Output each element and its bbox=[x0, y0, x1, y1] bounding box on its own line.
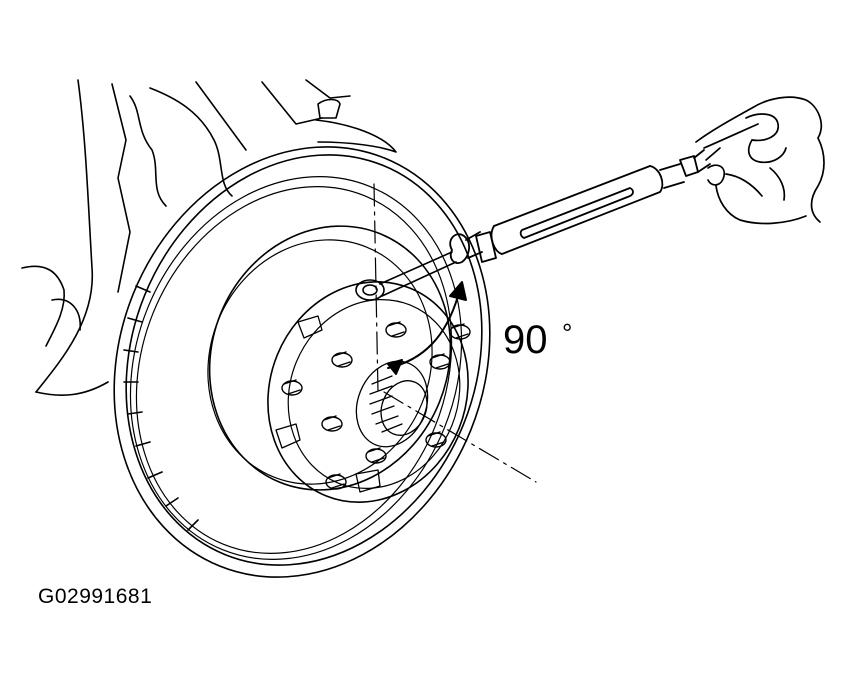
wheel-stud bbox=[425, 431, 447, 448]
wheel-stud bbox=[281, 379, 303, 396]
wheel-stud bbox=[325, 473, 347, 490]
gauge-hook bbox=[355, 251, 457, 301]
rotor-holes bbox=[275, 315, 381, 493]
wheel-stud bbox=[429, 353, 451, 370]
wheel-stud bbox=[385, 321, 407, 338]
wheel-stud bbox=[449, 323, 471, 340]
angle-label: 90 bbox=[503, 318, 548, 362]
angle-arc bbox=[387, 281, 467, 375]
figure-code: G02991681 bbox=[38, 585, 153, 608]
knuckle-background-sketch bbox=[21, 79, 397, 396]
wheel-stud bbox=[321, 415, 343, 432]
wheel-stud bbox=[331, 351, 353, 368]
wheel-studs bbox=[281, 321, 471, 490]
brake-disc-rotor bbox=[113, 146, 491, 578]
hand bbox=[695, 96, 825, 225]
wheel-stud bbox=[365, 447, 387, 464]
degree-symbol: ° bbox=[562, 318, 573, 348]
spring-tension-gauge bbox=[449, 149, 711, 264]
